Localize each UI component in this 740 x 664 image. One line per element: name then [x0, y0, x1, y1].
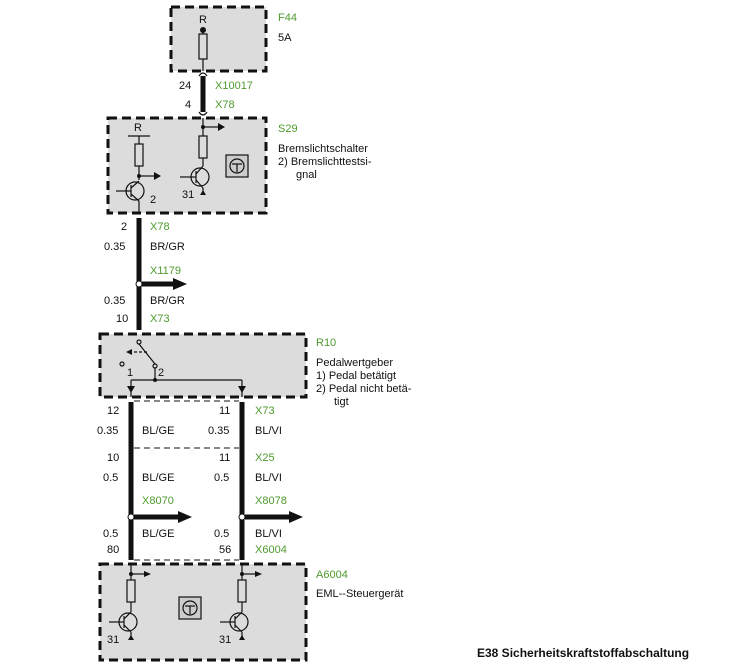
s29-desc: Bremslichtschalter — [278, 143, 368, 155]
x6004-name: X6004 — [255, 544, 287, 556]
r10-pin-2: 2 — [158, 367, 164, 379]
a6004-pin-31-right: 31 — [219, 634, 231, 646]
splice-point — [135, 280, 143, 288]
x25-gauge-left: 0.5 — [103, 472, 118, 484]
a6004-pin-31-left: 31 — [107, 634, 119, 646]
x1179-name: X1179 — [150, 265, 181, 277]
x78-bot-name: X78 — [150, 221, 170, 233]
x8078-name: X8078 — [255, 495, 287, 507]
x73-top-name: X73 — [150, 313, 170, 325]
s29-note: 2) Bremslichttestsi- — [278, 156, 372, 168]
x78-top-pin: 4 — [185, 99, 191, 111]
x73-color-left: BL/GE — [142, 425, 174, 437]
x73-top-gauge: 0.35 — [104, 295, 125, 307]
x6004-pin-right: 56 — [219, 544, 231, 556]
x73-name: X73 — [255, 405, 275, 417]
x6004-pin-left: 80 — [107, 544, 119, 556]
x25-color-left: BL/GE — [142, 472, 174, 484]
a6004-id: A6004 — [316, 569, 348, 581]
x6004-color-left: BL/GE — [142, 528, 174, 540]
f44-pin-label: R — [199, 14, 207, 26]
component-box-f44 — [169, 5, 268, 73]
s29-id: S29 — [278, 123, 298, 135]
r10-note2: 2) Pedal nicht betä- — [316, 383, 412, 395]
x73-gauge-right: 0.35 — [208, 425, 229, 437]
x6004-gauge-left: 0.5 — [103, 528, 118, 540]
f44-id: F44 — [278, 12, 297, 24]
x73-top-color: BR/GR — [150, 295, 185, 307]
r10-id: R10 — [316, 337, 336, 349]
x25-pin-left: 10 — [107, 452, 119, 464]
r10-desc: Pedalwertgeber — [316, 357, 393, 369]
x6004-color-right: BL/VI — [255, 528, 282, 540]
connector-symbol — [198, 72, 208, 116]
x25-pin-right: 11 — [219, 452, 230, 464]
x73-gauge-left: 0.35 — [97, 425, 118, 437]
x78-top-name: X78 — [215, 99, 235, 111]
a6004-transistor-right-icon — [220, 564, 262, 640]
x6004-gauge-right: 0.5 — [214, 528, 229, 540]
r10-pin-1: 1 — [127, 367, 133, 379]
x73-color-right: BL/VI — [255, 425, 282, 437]
switch-icon — [119, 339, 246, 397]
s29-pin-r: R — [134, 122, 142, 134]
x78-bot-pin: 2 — [121, 221, 127, 233]
x78-bot-gauge: 0.35 — [104, 241, 125, 253]
fuse-icon — [198, 27, 208, 71]
diagram-title: E38 Sicherheitskraftstoffabschaltung — [477, 646, 689, 660]
r10-note2-cont: tigt — [334, 396, 349, 408]
electronic-module-icon — [225, 154, 249, 178]
electronic-module-icon — [178, 596, 202, 620]
a6004-transistor-left-icon — [109, 564, 151, 640]
s29-transistor-right-icon — [180, 118, 225, 195]
x25-gauge-right: 0.5 — [214, 472, 229, 484]
x8070-name: X8070 — [142, 495, 174, 507]
s29-note-cont: gnal — [296, 169, 317, 181]
x25-name: X25 — [255, 452, 275, 464]
x10017-pin: 24 — [179, 80, 191, 92]
x25-color-right: BL/VI — [255, 472, 282, 484]
x78-bot-color: BR/GR — [150, 241, 185, 253]
s29-pin-31: 31 — [182, 189, 194, 201]
f44-desc: 5A — [278, 32, 292, 44]
x73-pin-right: 11 — [219, 405, 230, 417]
x10017-name: X10017 — [215, 80, 253, 92]
s29-transistor-left-icon — [116, 135, 161, 213]
x73-pin-left: 12 — [107, 405, 119, 417]
s29-pin-2: 2 — [150, 194, 156, 206]
a6004-desc: EML--Steuergerät — [316, 588, 403, 600]
x73-top-pin: 10 — [116, 313, 128, 325]
r10-note1: 1) Pedal betätigt — [316, 370, 396, 382]
